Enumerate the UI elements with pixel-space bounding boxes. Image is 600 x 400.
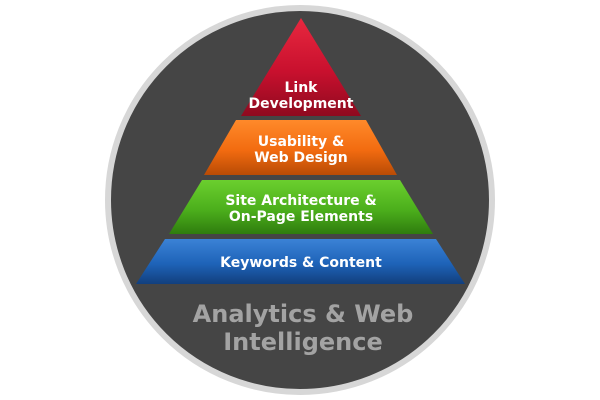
level-1-line-2: Development [249,96,354,112]
pyramid: Link Development Usability & Web Design … [136,18,465,284]
level-1-line-1: Link [285,80,319,96]
foundation-line-1: Analytics & Web [193,300,414,328]
level-2-line-2: Web Design [254,150,348,166]
pyramid-level-site-architecture: Site Architecture & On-Page Elements [169,180,433,234]
foundation-label: Analytics & Web Intelligence [193,300,414,356]
level-3-line-2: On-Page Elements [229,209,373,225]
level-4-line-1: Keywords & Content [220,255,382,271]
pyramid-level-usability-web-design: Usability & Web Design [204,120,397,175]
pyramid-level-keywords-content: Keywords & Content [136,239,465,284]
pyramid-level-link-development: Link Development [241,18,361,116]
level-3-line-1: Site Architecture & [225,193,376,209]
level-2-line-1: Usability & [258,134,344,150]
foundation-line-2: Intelligence [223,328,383,356]
